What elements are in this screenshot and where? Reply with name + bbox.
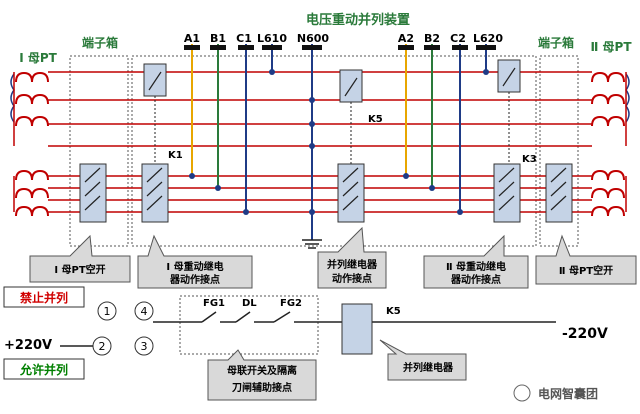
tie-switch-callout (207, 349, 317, 401)
terminal-box-right-label: 端子箱 (538, 35, 574, 50)
bus-label-b1: B1 (210, 32, 226, 45)
allow-parallel-box (3, 358, 85, 380)
pt2-breaker-callout-text: Ⅱ 母PT空开 (559, 264, 613, 277)
tie-switch-callout-line1: 母联开关及隔离 (227, 364, 297, 377)
pt1-secondary-coils (10, 73, 15, 123)
pt2-secondary-coils (625, 73, 630, 123)
terminal-1-label: 1 (104, 305, 111, 318)
bus-label-c1: C1 (236, 32, 252, 45)
junction-dots (189, 69, 489, 215)
tie-switch-callout-line2: 刀闸辅助接点 (232, 381, 292, 394)
pt1-breaker-box (79, 163, 107, 223)
k5-bottom-label: K5 (386, 306, 401, 317)
mechanical-links (154, 92, 510, 164)
forbid-parallel-box (3, 286, 85, 308)
bus2-relay-callout-line2: 器动作接点 (450, 273, 501, 286)
upper-bus-lines (13, 71, 627, 147)
k1-label: K1 (168, 150, 183, 161)
control-circuit: 禁止并列 允许并列 +220V -220V 1 4 2 3 FG1 DL FG2… (3, 286, 608, 380)
ground-icon (302, 239, 322, 249)
bus-label-l610: L610 (257, 32, 287, 45)
contact-fg2-label: FG2 (280, 298, 302, 309)
pt1-label: Ⅰ 母PT (19, 51, 57, 65)
bus1-relay-callout-line2: 器动作接点 (169, 273, 220, 286)
bus1-relay-callout-line1: Ⅰ 母重动继电 (166, 260, 223, 273)
bus2-relay-callout (423, 234, 529, 289)
terminal-box-right-outline (539, 55, 579, 247)
bus-label-l620: L620 (473, 32, 503, 45)
bus-terminal-labels: A1 B1 C1 L610 N600 A2 B2 C2 L620 (184, 32, 503, 50)
k1-contact-group (141, 163, 169, 223)
pt2-breaker-box (545, 163, 573, 223)
pt2-breaker-callout (535, 234, 637, 285)
k5-contact-group (337, 163, 365, 223)
contact-slashes (84, 67, 567, 211)
enclosure-outlines (69, 55, 579, 355)
terminal-box-left-label: 端子箱 (82, 35, 118, 50)
parallel-relay-callout (379, 339, 467, 381)
callout-bubbles (29, 226, 637, 401)
contact-dl-label: DL (242, 298, 257, 309)
allow-parallel-label: 允许并列 (19, 362, 68, 377)
k3-contact-group (493, 163, 521, 223)
pt2-label: Ⅱ 母PT (590, 40, 632, 54)
watermark-text: 电网智囊团 (538, 386, 598, 401)
terminal-4-label: 4 (141, 305, 148, 318)
terminal-1 (97, 301, 117, 321)
k5-top-label: K5 (368, 114, 383, 125)
parallel-relay-callout-text: 并列继电器 (403, 361, 454, 374)
relay-contact-boxes (79, 59, 573, 223)
control-circuit-outline (179, 295, 319, 355)
bus-label-n600: N600 (297, 32, 330, 45)
bus-label-c2: C2 (450, 32, 466, 45)
k5-coil (341, 303, 373, 355)
device-outline (131, 55, 537, 247)
bus-label-a2: A2 (398, 32, 414, 45)
parallel-contact-callout (317, 226, 387, 289)
pt1-breaker-callout (29, 234, 131, 283)
contact-fg1-label: FG1 (203, 298, 225, 309)
bus1-relay-callout (137, 234, 253, 289)
bus2-relay-callout-line1: Ⅱ 母重动继电 (446, 260, 506, 273)
watermark: 电网智囊团 (513, 384, 598, 402)
diagram-title: 电压重动并列装置 (306, 12, 410, 28)
plus-220v-label: +220V (4, 338, 52, 353)
terminal-4 (134, 301, 154, 321)
parallel-contact-callout-line2: 动作接点 (332, 272, 372, 285)
minus-220v-label: -220V (562, 326, 608, 342)
bus-label-b2: B2 (424, 32, 440, 45)
k3-label: K3 (522, 154, 537, 165)
forbid-parallel-label: 禁止并列 (20, 290, 68, 305)
phase-wires (191, 44, 487, 240)
watermark-logo-icon (513, 384, 531, 402)
terminal-3-label: 3 (141, 340, 148, 353)
pt1-coils (15, 71, 49, 217)
parallel-contact-callout-line1: 并列继电器 (327, 258, 378, 271)
terminal-box-left-outline (69, 55, 129, 247)
pt1-breaker-callout-text: Ⅰ 母PT空开 (54, 263, 105, 276)
pt2-coils (591, 71, 625, 217)
terminal-2-label: 2 (99, 340, 106, 353)
bus-label-a1: A1 (184, 32, 200, 45)
terminal-3 (134, 336, 154, 356)
